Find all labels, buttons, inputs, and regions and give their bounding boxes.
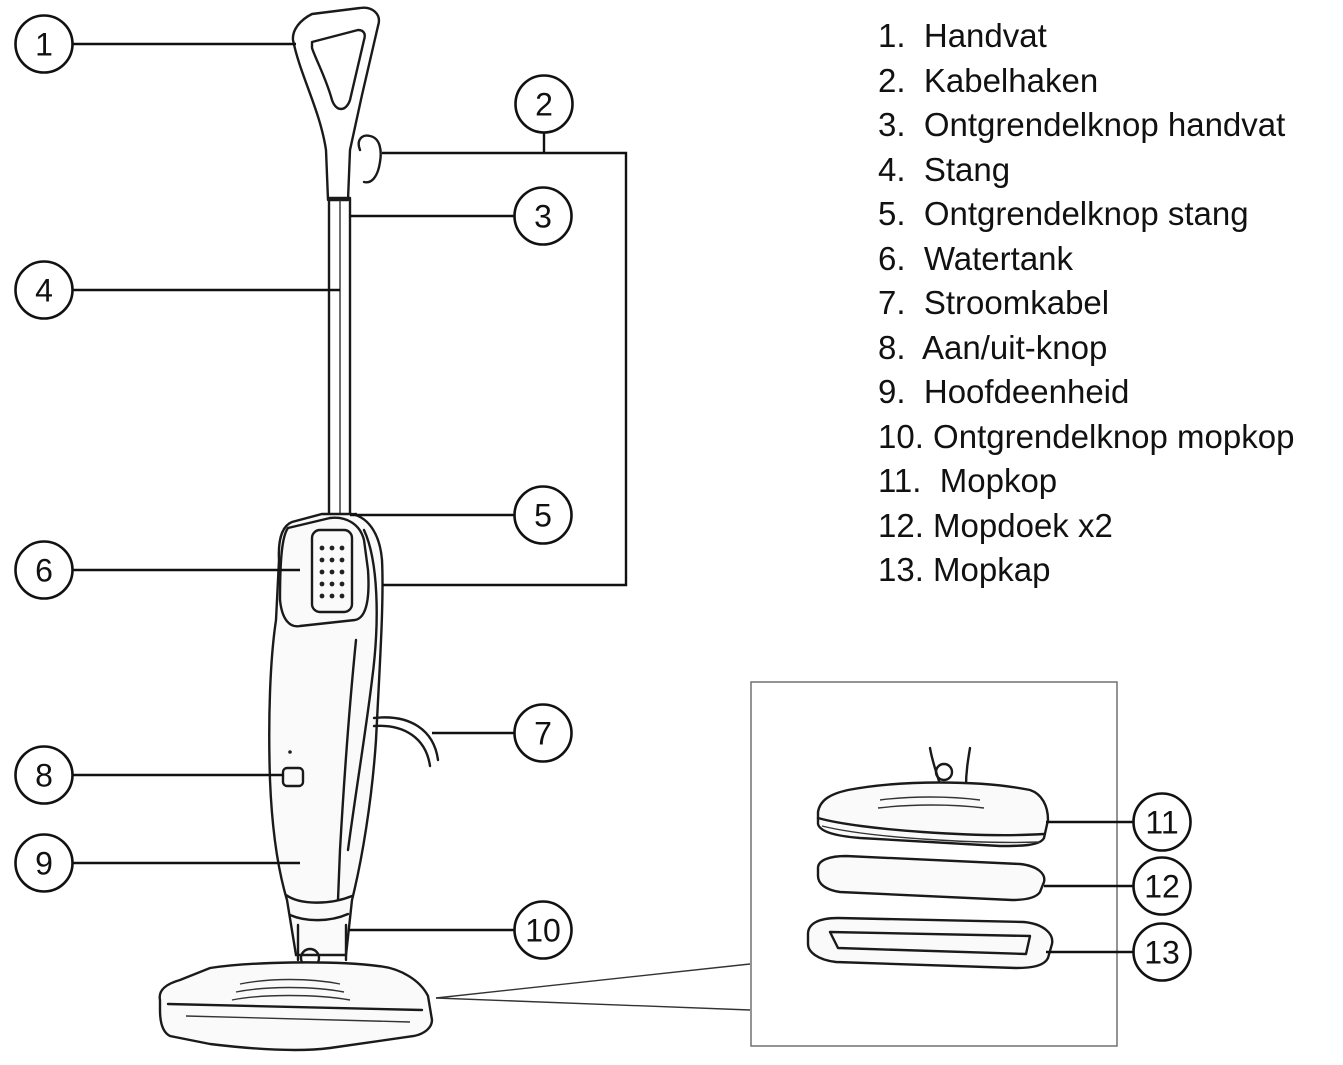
callout-label: 4 [35, 273, 53, 309]
mop-head [816, 746, 1050, 848]
mop-pad [816, 854, 1046, 902]
legend-item: 8. Aan/uit-knop [878, 328, 1108, 366]
callout-label: 9 [35, 846, 53, 882]
mop-cover [806, 916, 1054, 970]
callout-label: 1 [35, 27, 53, 63]
callout-3: 3 [513, 186, 573, 246]
callout-4: 4 [14, 260, 74, 320]
callout-13: 13 [1132, 922, 1192, 982]
callout-1: 1 [14, 14, 74, 74]
legend-item: 7. Stroomkabel [878, 284, 1110, 321]
callout-8: 8 [14, 745, 74, 805]
callout-label: 2 [535, 87, 553, 123]
callout-label: 12 [1144, 869, 1180, 905]
callout-label: 13 [1144, 935, 1180, 971]
callout-label: 3 [534, 199, 552, 235]
callout-label: 10 [525, 913, 561, 949]
legend-item: 12. Mopdoek x2 [878, 506, 1113, 544]
steam-mop-illustration [158, 6, 751, 1052]
legend-item: 5. Ontgrendelknop stang [878, 195, 1249, 232]
legend-item: 10. Ontgrendelknop mopkop [878, 417, 1295, 455]
callout-12: 12 [1132, 856, 1192, 916]
leader-lines [73, 42, 1133, 954]
legend-item: 4. Stang [878, 150, 1011, 188]
legend-item: 3. Ontgrendelknop handvat [878, 106, 1286, 143]
callout-label: 11 [1145, 805, 1178, 841]
callout-label: 7 [534, 716, 552, 752]
callout-7: 7 [513, 703, 573, 763]
legend-item: 9. Hoofdeenheid [878, 373, 1130, 410]
callout-label: 8 [35, 758, 53, 794]
legend-item: 13. Mopkap [878, 551, 1051, 588]
legend-item: 1. Handvat [878, 17, 1047, 54]
legend-item: 6. Watertank [878, 239, 1074, 277]
legend-item: 11. Mopkop [878, 462, 1058, 499]
legend-item: 2. Kabelhaken [878, 61, 1099, 99]
callout-9: 9 [14, 833, 74, 893]
callout-6: 6 [14, 540, 74, 600]
callout-label: 6 [35, 553, 53, 589]
callout-11: 11 [1132, 792, 1192, 852]
callout-label: 5 [534, 498, 552, 534]
callout-10: 10 [513, 900, 573, 960]
parts-legend: 1. Handvat 2. Kabelhaken 3. Ontgrendelkn… [878, 14, 1294, 593]
exploded-view [750, 681, 1118, 1047]
callout-5: 5 [513, 485, 573, 545]
callout-2: 2 [514, 74, 574, 134]
